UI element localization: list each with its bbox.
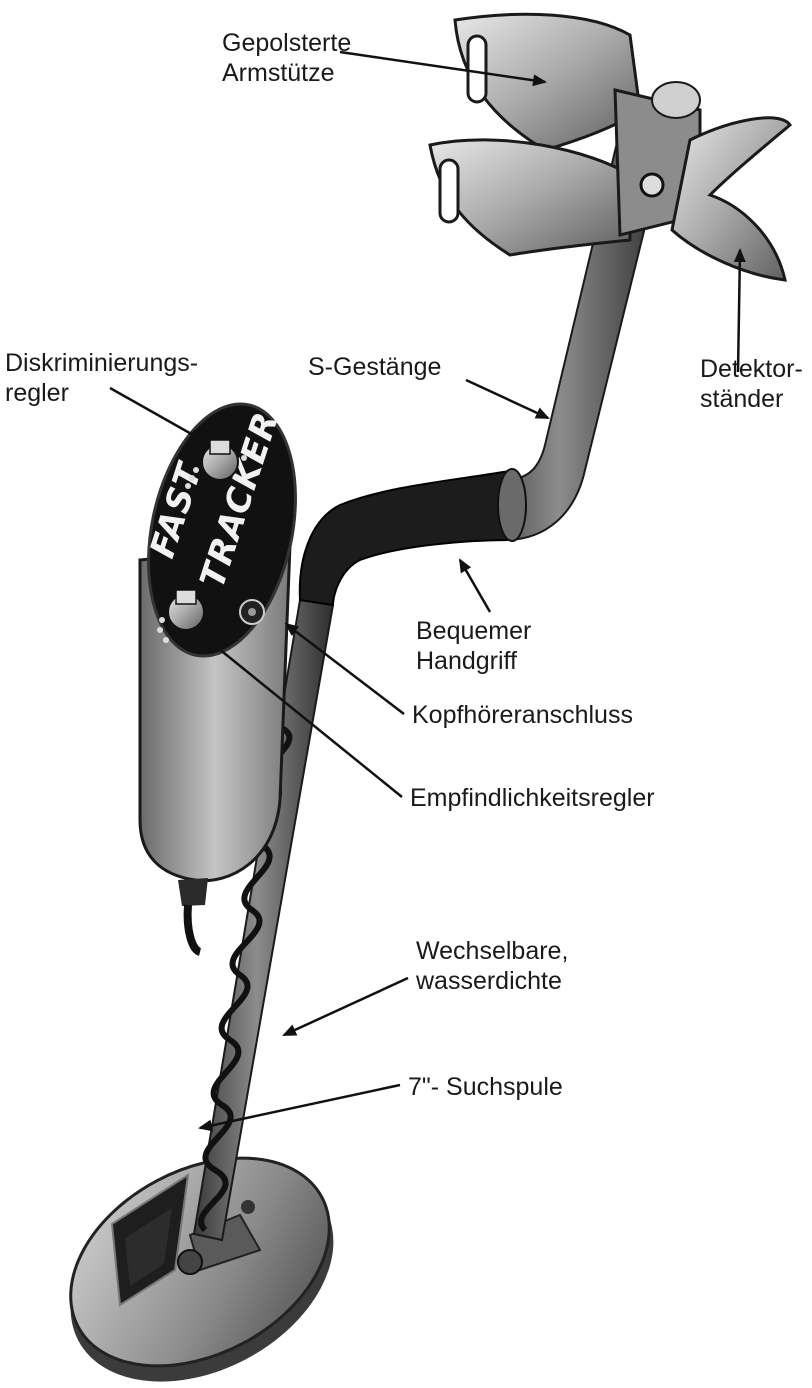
label-stand-line1: Detektor- <box>700 354 803 384</box>
label-coil-line1: Wechselbare, <box>416 936 568 966</box>
arrow-grip <box>460 560 490 612</box>
label-headphone-text: Kopfhöreranschluss <box>412 700 633 730</box>
label-discrimination-line2: regler <box>5 378 198 408</box>
grip <box>300 469 526 605</box>
arrow-coil-top <box>284 978 408 1035</box>
label-headphone: Kopfhöreranschluss <box>412 700 633 730</box>
detector-stand <box>672 118 790 280</box>
label-grip-line1: Bequemer <box>416 616 531 646</box>
search-coil <box>34 1116 370 1388</box>
label-armrest-line1: Gepolsterte <box>222 28 351 58</box>
label-grip: Bequemer Handgriff <box>416 616 531 676</box>
label-stand-line2: ständer <box>700 384 803 414</box>
label-coil-line3: 7"- Suchspule <box>408 1072 563 1102</box>
label-sensitivity: Empfindlichkeitsregler <box>410 783 655 813</box>
label-coil-size: 7"- Suchspule <box>408 1072 563 1102</box>
label-sensitivity-text: Empfindlichkeitsregler <box>410 783 655 813</box>
label-discrimination: Diskriminierungs- regler <box>5 348 198 408</box>
headphone-jack[interactable] <box>240 600 264 624</box>
label-coil: Wechselbare, wasserdichte <box>416 936 568 996</box>
label-armrest: Gepolsterte Armstütze <box>222 28 351 88</box>
label-coil-line2: wasserdichte <box>416 966 568 996</box>
label-shaft-text: S-Gestänge <box>308 352 441 382</box>
label-shaft: S-Gestänge <box>308 352 441 382</box>
armrest <box>430 14 700 255</box>
arrow-shaft <box>466 380 548 418</box>
label-armrest-line2: Armstütze <box>222 58 351 88</box>
label-grip-line2: Handgriff <box>416 646 531 676</box>
label-discrimination-line1: Diskriminierungs- <box>5 348 198 378</box>
label-stand: Detektor- ständer <box>700 354 803 414</box>
